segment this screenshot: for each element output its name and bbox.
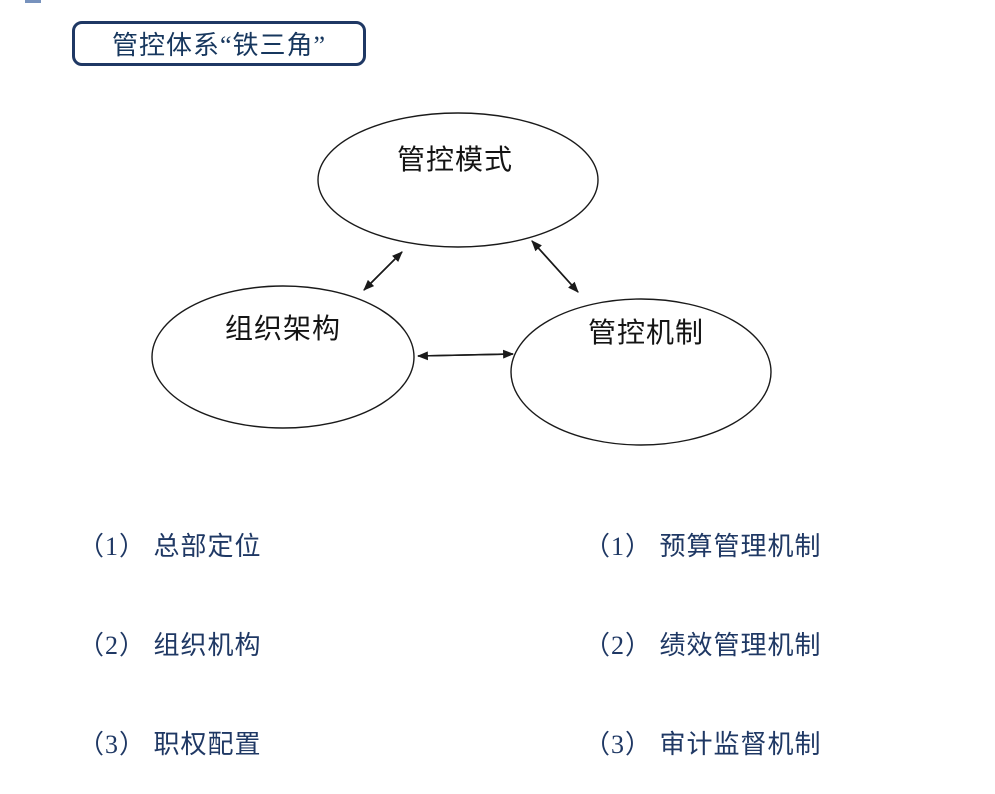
list-item: （1） 预算管理机制 (584, 532, 822, 561)
diagram-canvas (151, 112, 772, 446)
list-item: （1） 总部定位 (78, 532, 262, 561)
node-label-mechanism: 管控机制 (587, 318, 705, 349)
list-item: （2） 组织机构 (78, 631, 262, 660)
list-item: （3） 审计监督机制 (584, 730, 822, 759)
node-label-org: 组织架构 (224, 314, 342, 345)
page-edge-artifact (25, 0, 41, 3)
arrow-mode-mechanism (531, 240, 579, 293)
node-ellipse-mode (317, 112, 599, 248)
node-ellipse-org (151, 285, 415, 429)
arrow-org-mechanism (416, 349, 515, 361)
arrow-mode-org (363, 251, 403, 291)
org-structure-list: （1） 总部定位 （2） 组织机构 （3） 职权配置 (78, 464, 262, 794)
title-box: 管控体系“铁三角” (72, 21, 366, 66)
list-item: （2） 绩效管理机制 (584, 631, 822, 660)
page-title: 管控体系“铁三角” (111, 31, 327, 60)
list-item: （3） 职权配置 (78, 730, 262, 759)
node-label-mode: 管控模式 (396, 145, 514, 176)
mechanism-list: （1） 预算管理机制 （2） 绩效管理机制 （3） 审计监督机制 (584, 464, 822, 794)
node-ellipse-mechanism (510, 298, 772, 446)
